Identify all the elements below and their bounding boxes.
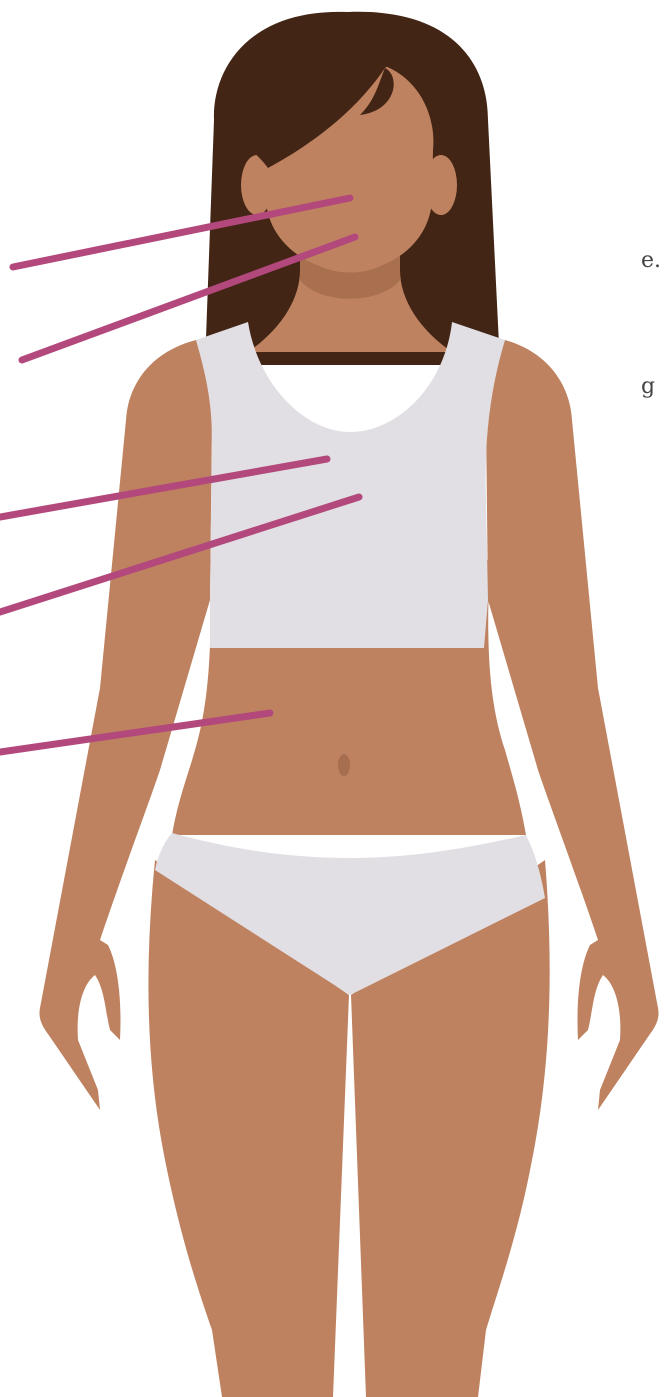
navel bbox=[338, 754, 350, 776]
caption-text-1: e. bbox=[641, 248, 661, 274]
caption-text-2: g bbox=[641, 374, 655, 400]
top-garment bbox=[196, 322, 505, 648]
